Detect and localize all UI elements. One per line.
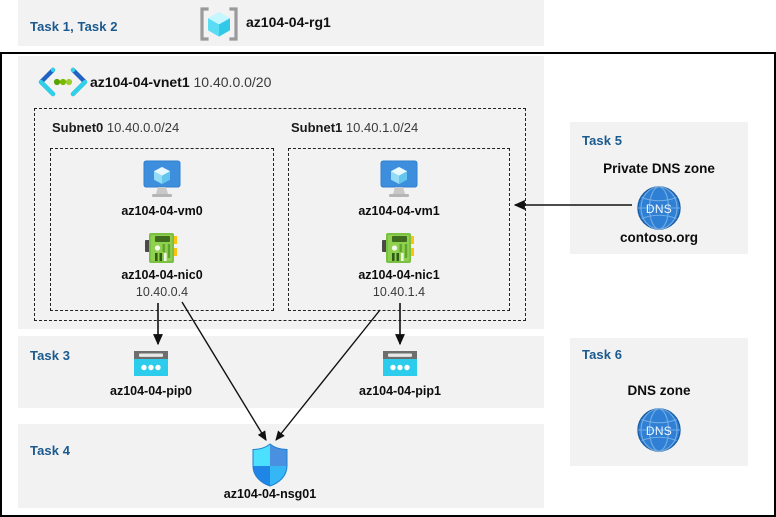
vm1-name: az104-04-vm1 — [358, 204, 440, 218]
subnet1-box — [288, 148, 510, 311]
task6-label: Task 6 — [582, 347, 623, 362]
nic0-private-ip: 10.40.0.4 — [135, 284, 189, 299]
pip0-label-group: az104-04-pip0 — [51, 384, 251, 400]
public-ip-address-icon — [380, 348, 420, 380]
network-interface-icon — [143, 231, 181, 265]
dns-zone-icon: DNS — [636, 407, 682, 453]
dns-zone-icon: DNS — [636, 185, 682, 231]
task5-zone-name: contoso.org — [620, 230, 698, 245]
task6-zone-type: DNS zone — [627, 383, 691, 398]
task4-label: Task 4 — [30, 443, 71, 458]
subnet0-name: Subnet0 — [52, 120, 104, 135]
dns-zone-icon-text: DNS — [646, 424, 672, 438]
pip0-name: az104-04-pip0 — [110, 384, 192, 398]
network-interface-icon — [380, 231, 418, 265]
resource-group-name-text: az104-04-rg1 — [246, 14, 331, 30]
subnet1-title: Subnet1 10.40.1.0/24 — [291, 120, 418, 135]
diagram-outer-border — [0, 52, 776, 517]
dns-zone-icon-text: DNS — [646, 202, 672, 216]
nic0-label-group: az104-04-nic0 10.40.0.4 — [62, 268, 262, 300]
vm0-label-group: az104-04-vm0 — [62, 204, 262, 220]
task5-zone-type: Private DNS zone — [603, 161, 715, 176]
nic1-name: az104-04-nic1 — [358, 268, 440, 282]
nic0-name: az104-04-nic0 — [121, 268, 203, 282]
nic1-private-ip: 10.40.1.4 — [372, 284, 426, 299]
resource-group-name: az104-04-rg1 — [246, 14, 331, 30]
task3-label: Task 3 — [30, 348, 71, 363]
virtual-machine-icon — [378, 159, 420, 199]
vm0-name: az104-04-vm0 — [121, 204, 203, 218]
nsg-label-group: az104-04-nsg01 — [170, 487, 370, 503]
subnet0-cidr: 10.40.0.0/24 — [106, 120, 180, 135]
task5-label: Task 5 — [582, 133, 623, 148]
vnet-title: az104-04-vnet1 10.40.0.0/20 — [90, 74, 271, 90]
pip1-name: az104-04-pip1 — [359, 384, 441, 398]
vnet-address-space: 10.40.0.0/20 — [193, 74, 272, 90]
vm1-label-group: az104-04-vm1 — [299, 204, 499, 220]
public-ip-address-icon — [131, 348, 171, 380]
subnet0-box — [50, 148, 274, 311]
resource-group-icon — [198, 5, 240, 43]
task1-task2-label: Task 1, Task 2 — [30, 19, 118, 34]
network-security-group-icon — [249, 442, 291, 488]
subnet0-title: Subnet0 10.40.0.0/24 — [52, 120, 179, 135]
subnet1-cidr: 10.40.1.0/24 — [345, 120, 419, 135]
vnet-panel — [18, 56, 544, 329]
nic1-label-group: az104-04-nic1 10.40.1.4 — [299, 268, 499, 300]
virtual-machine-icon — [141, 159, 183, 199]
virtual-network-icon — [36, 66, 90, 98]
pip1-label-group: az104-04-pip1 — [300, 384, 500, 400]
subnet1-name: Subnet1 — [291, 120, 343, 135]
nsg-name: az104-04-nsg01 — [223, 487, 317, 501]
task1-task2-panel — [18, 0, 544, 46]
vnet-name: az104-04-vnet1 — [90, 74, 190, 90]
